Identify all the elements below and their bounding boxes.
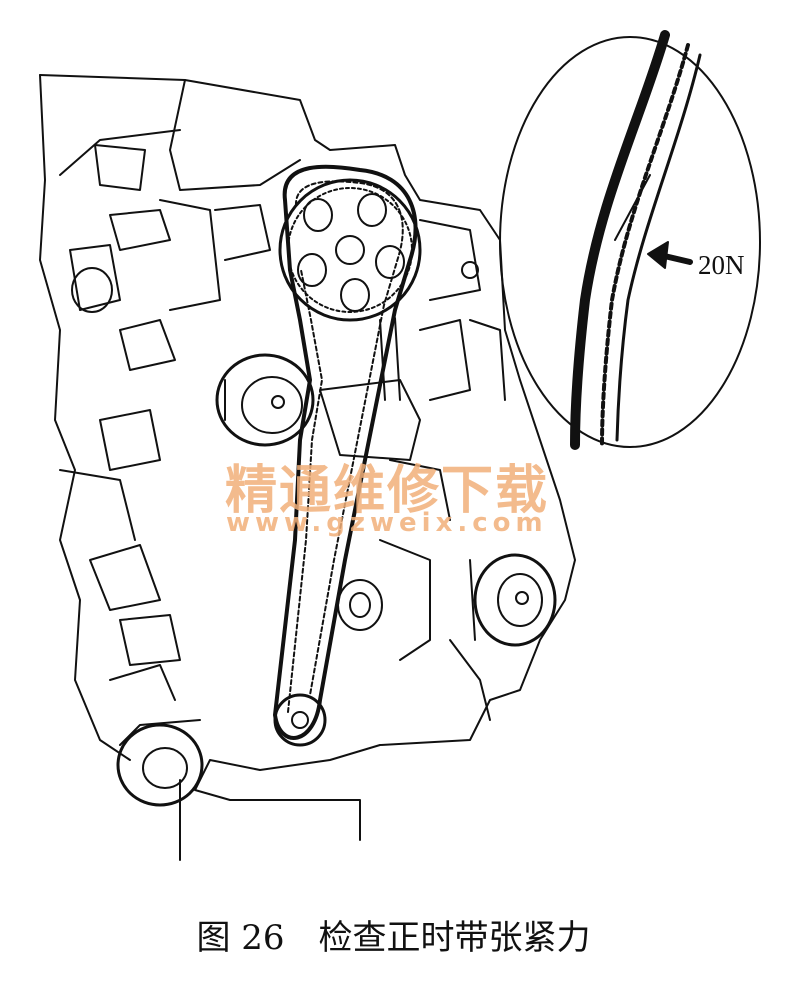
figure-caption: 图 26 检查正时带张紧力 xyxy=(0,910,787,959)
crank-pulley xyxy=(116,719,204,807)
water-pump-pulley xyxy=(469,553,557,647)
figure-number: 图 26 xyxy=(196,918,285,958)
idler-pulley xyxy=(337,579,383,631)
watermark-url: www.gzweix.com xyxy=(226,508,548,538)
force-label: 20N xyxy=(698,250,745,280)
tensioner-bracket xyxy=(319,317,421,461)
figure-title: 检查正时带张紧力 xyxy=(318,918,591,958)
timing-belt-diagram xyxy=(39,30,761,861)
watermark-site-name: 精通维修下载 xyxy=(225,460,550,521)
tensioner-pulley xyxy=(215,353,315,447)
engine-block xyxy=(39,74,576,861)
timing-belt xyxy=(273,164,418,740)
force-arrow-icon xyxy=(647,241,693,269)
belt-detail-callout xyxy=(499,30,761,450)
